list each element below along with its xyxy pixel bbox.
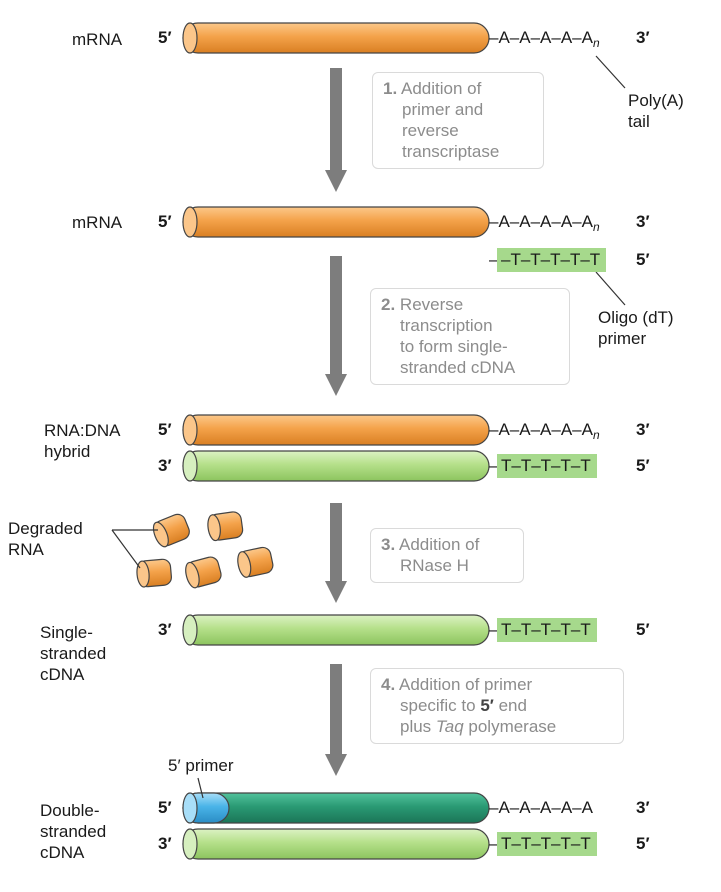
step1-box: 1. Addition of primer and reverse transc… [372,72,544,169]
hybrid-mrna-strand [182,414,490,446]
mrna-strand-1 [182,22,490,54]
single-cdna-strand [182,614,490,646]
row1-right-end: 3′ [636,28,650,47]
row2-label: mRNA [72,213,123,232]
hybrid-bottom-left-end: 3′ [158,456,172,475]
single-oligo-dt-seq: T–T–T–T–T [497,618,597,642]
step4-arrow [325,664,347,776]
row1-polya-tail: –A–A–A–A–An [489,28,600,50]
step3-arrow [325,503,347,603]
leader-lines [111,55,626,799]
double-bottom-right-end: 5′ [636,834,650,853]
hybrid-top-left-end: 5′ [158,420,172,439]
row2-polya-tail: –A–A–A–A–An [489,212,600,234]
mrna-strand-2 [182,206,490,238]
hybrid-bottom-right-end: 5′ [636,456,650,475]
single-left-end: 3′ [158,620,172,639]
double-oligo-dt-seq: T–T–T–T–T [497,832,597,856]
row2-primer-end: 5′ [636,250,650,269]
polya-tail-callout: Poly(A)tail [628,91,684,131]
row1-label: mRNA [72,30,123,49]
degraded-rna-fragments [136,511,274,589]
double-top-left-end: 5′ [158,798,172,817]
step4-box: 4. Addition of primer specific to 5′ end… [370,668,624,744]
step1-arrow [325,68,347,192]
oligo-dt-callout: Oligo (dT)primer [598,308,674,348]
row2-left-end: 5′ [158,212,172,231]
hybrid-cdna-strand [182,450,490,482]
double-dash: – [489,834,499,853]
hybrid-polya-tail: –A–A–A–A–An [489,420,600,442]
step2-box: 2. Reverse transcription to form single-… [370,288,570,385]
row1-left-end: 5′ [158,28,172,47]
five-prime-primer-label: 5′ primer [168,756,234,775]
step2-arrow [325,256,347,396]
first-strand-cdna [182,828,490,860]
step3-box: 3. Addition of RNase H [370,528,524,583]
row2-right-end: 3′ [636,212,650,231]
single-dash: – [489,620,499,639]
double-top-tail: –A–A–A–A–A [489,798,593,817]
double-top-right-end: 3′ [636,798,650,817]
hybrid-dash: – [489,456,499,475]
double-bottom-left-end: 3′ [158,834,172,853]
oligo-dt-primer-dash: – [489,250,499,269]
hybrid-oligo-dt-seq: T–T–T–T–T [497,454,597,478]
single-right-end: 5′ [636,620,650,639]
oligo-dt-primer-seq: –T–T–T–T–T [497,248,607,272]
hybrid-top-right-end: 3′ [636,420,650,439]
second-strand-cdna [182,792,490,824]
